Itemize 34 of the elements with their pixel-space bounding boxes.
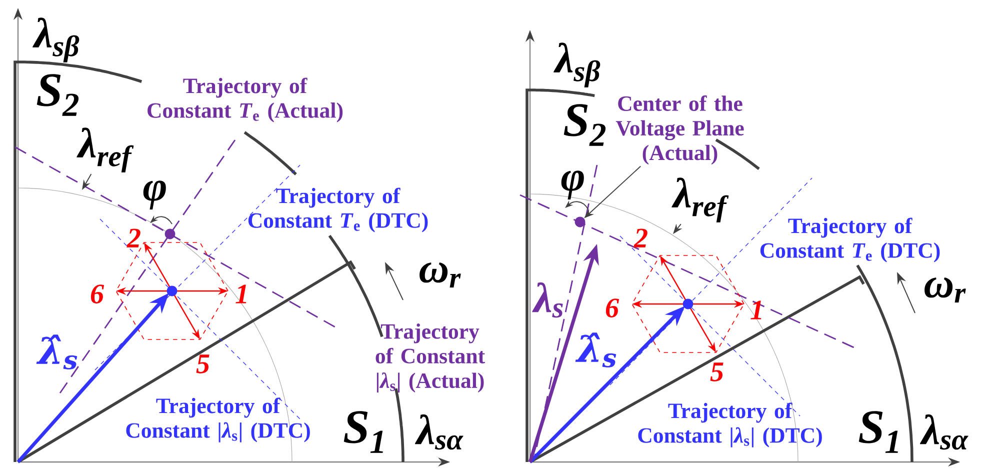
symbol-label: ω$_{r}$ (924, 278, 966, 303)
symbol-label: ω$_{r}$ (420, 262, 461, 288)
symbol-label: φ (561, 170, 584, 200)
annotation-text: Trajectory of Constant |λ$_{s}$| (DTC) (126, 398, 310, 442)
vector-number: 5 (196, 354, 210, 374)
vector-number: 1 (236, 284, 246, 304)
annotation-text: Trajectory of Constant T$_{e}$ (DTC) (760, 218, 940, 262)
vector-number: 1 (750, 300, 762, 320)
symbol-label: λ$_{sβ}$ (32, 18, 80, 62)
sector-label: S$_{2}$ (564, 104, 606, 146)
sector-label: S$_{1}$ (858, 411, 898, 453)
symbol-label: λ$_{s}$ (532, 282, 563, 318)
annotation-text: Trajectory of Constant T$_{e}$ (DTC) (248, 188, 428, 232)
symbol-label: φ (143, 180, 166, 210)
symbol-label: λ$_{sα}$ (920, 414, 968, 450)
vector-number: 2 (634, 228, 648, 248)
vector-number: 5 (710, 362, 724, 382)
annotation-text: Trajectory of Constant |λ$_{s}$| (Actual) (376, 323, 485, 393)
vector-number: 6 (606, 298, 620, 318)
annotation-text: Trajectory of Constant |λ$_{s}$| (DTC) (638, 402, 822, 448)
annotation-text: Center of the Voltage Plane (Actual) (616, 95, 744, 165)
vector-number: 6 (90, 284, 104, 304)
symbol-label: λ$_{sα}$ (414, 414, 464, 450)
annotation-text: Trajectory of Constant T$_{e}$ (Actual) (148, 78, 343, 122)
sector-label: S$_{1}$ (344, 411, 383, 453)
symbol-label: λ$_{ref}$ (76, 128, 134, 172)
center-dot (164, 228, 176, 240)
vector-number: 2 (126, 228, 140, 248)
symbol-label: λ$_{ref}$ (672, 178, 729, 222)
symbol-label: λ̂$_{s}$ (36, 334, 78, 370)
sector-label: S$_{2}$ (36, 74, 79, 116)
symbol-label: λ̂$_{s}$ (575, 332, 616, 368)
symbol-label: λ$_{sβ}$ (554, 42, 600, 88)
center-dot (574, 216, 586, 228)
